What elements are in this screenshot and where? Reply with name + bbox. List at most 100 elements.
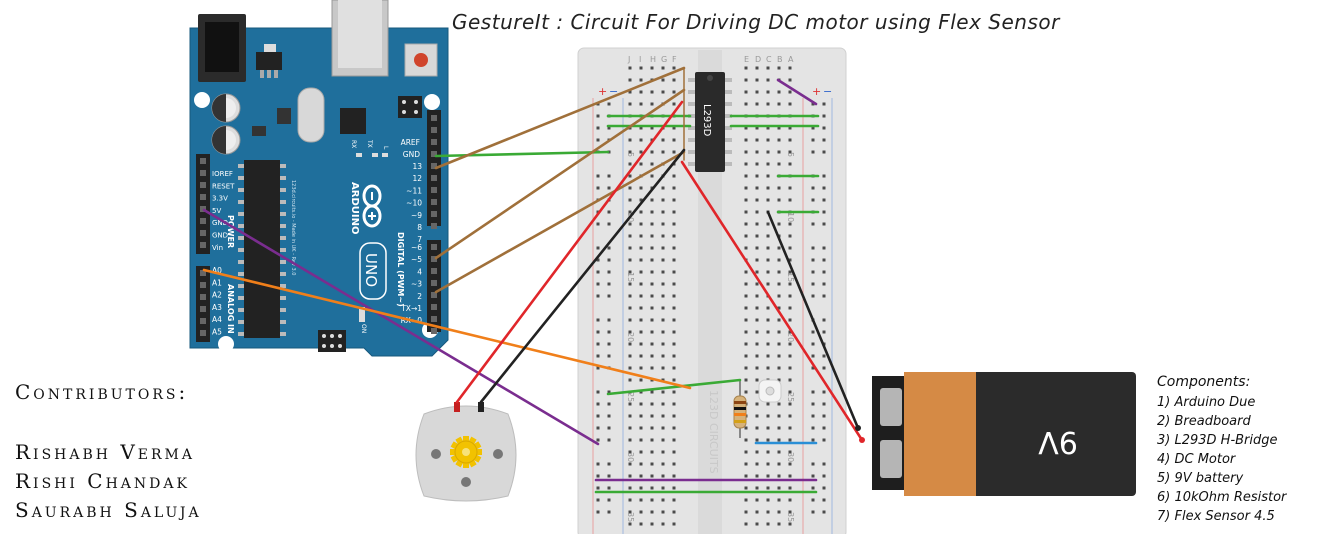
breadboard-column-label: B bbox=[777, 55, 783, 64]
rail-plus-label: + bbox=[812, 85, 821, 98]
power-pin-label: IOREF bbox=[212, 170, 233, 178]
breadboard-row-label: 15 bbox=[786, 272, 795, 282]
analog-pin-label: A3 bbox=[212, 303, 222, 312]
component-item: 2) Breadboard bbox=[1157, 414, 1251, 429]
gear-icon bbox=[450, 436, 482, 468]
wire-purple bbox=[776, 78, 818, 106]
wire-black bbox=[479, 148, 686, 404]
breadboard-brand: 123D CIRCUITS bbox=[707, 390, 720, 474]
battery-label: 9V bbox=[1038, 424, 1078, 459]
component-item: 5) 9V battery bbox=[1157, 471, 1244, 486]
power-pin-label: RESET bbox=[212, 182, 235, 190]
digital-pin-label: ~10 bbox=[406, 199, 422, 208]
breadboard-column-label: H bbox=[650, 55, 656, 64]
rail-minus-label: − bbox=[823, 85, 832, 98]
dc-motor bbox=[415, 402, 517, 502]
contributor-name: Rishabh Verma bbox=[15, 440, 196, 464]
arduino-logo bbox=[362, 184, 382, 228]
breadboard-row-label: 5 bbox=[786, 152, 795, 157]
board-credit: 123d.circuits.io - Made in UK - Rev 3.0 bbox=[290, 180, 296, 275]
breadboard-row-label: 30 bbox=[786, 452, 795, 462]
breadboard-column-label: J bbox=[627, 55, 630, 64]
breadboard-column-label: D bbox=[755, 55, 761, 64]
aref-label: AREF bbox=[401, 138, 420, 147]
breadboard-row-label: 20 bbox=[786, 332, 795, 342]
wire-orange bbox=[202, 268, 692, 390]
component-item: 6) 10kOhm Resistor bbox=[1157, 490, 1287, 505]
breadboard-column-label: F bbox=[672, 55, 677, 64]
digital-pin-label: 7 bbox=[417, 235, 422, 244]
rx-label: RX bbox=[350, 140, 357, 148]
rail-minus-label: − bbox=[609, 85, 618, 98]
breadboard-column-label: E bbox=[744, 55, 749, 64]
wire-red bbox=[680, 160, 864, 442]
wire-brown bbox=[434, 66, 686, 170]
analog-pin-label: A2 bbox=[212, 291, 222, 300]
digital-pin-label: ~3 bbox=[411, 280, 422, 289]
breadboard-row-label: 30 bbox=[626, 452, 635, 462]
power-pin-label: Vin bbox=[212, 244, 223, 252]
gnd-label: GND bbox=[403, 150, 420, 159]
wire-red bbox=[455, 100, 684, 404]
breadboard-row-label: 35 bbox=[786, 512, 795, 522]
analog-pin-label: A1 bbox=[212, 278, 222, 287]
component-item: 4) DC Motor bbox=[1157, 452, 1236, 467]
power-pin-label: 5V bbox=[212, 207, 221, 215]
digital-pin-label: 4 bbox=[417, 267, 422, 276]
wire-black bbox=[766, 210, 860, 430]
power-section-label: POWER bbox=[226, 215, 235, 248]
breadboard-column-label: G bbox=[661, 55, 667, 64]
wires bbox=[202, 66, 865, 494]
breadboard-row-label: 10 bbox=[786, 212, 795, 222]
wire-brown bbox=[434, 150, 686, 294]
power-pin-label: GND bbox=[212, 219, 228, 227]
breadboard-row-label: 25 bbox=[626, 392, 635, 402]
chip-label: L293D bbox=[701, 104, 712, 137]
wire-brown bbox=[434, 88, 686, 260]
digital-pin-label: 8 bbox=[417, 223, 422, 232]
breadboard-row-label: 35 bbox=[626, 512, 635, 522]
power-pin-label: 3.3V bbox=[212, 195, 228, 203]
breadboard-column-label: I bbox=[639, 55, 641, 64]
analog-section-label: ANALOG IN bbox=[226, 284, 235, 334]
digital-pin-label: 13 bbox=[412, 162, 422, 171]
component-item: 3) L293D H-Bridge bbox=[1157, 433, 1278, 448]
rail-plus-label: + bbox=[598, 85, 607, 98]
digital-pin-label: ~11 bbox=[406, 186, 422, 195]
breadboard-row-label: 25 bbox=[786, 392, 795, 402]
wire-green bbox=[606, 378, 742, 396]
component-item: 7) Flex Sensor 4.5 bbox=[1157, 509, 1275, 524]
on-led-label: ON bbox=[360, 324, 367, 333]
breadboard-column-label: C bbox=[766, 55, 772, 64]
uno-label: UNO bbox=[362, 253, 380, 287]
resistor bbox=[733, 380, 747, 438]
contributor-name: Saurabh Saluja bbox=[15, 498, 202, 522]
atmega-chip bbox=[244, 160, 280, 338]
diagram-title: GestureIt : Circuit For Driving DC motor… bbox=[452, 10, 1060, 34]
flex-sensor bbox=[758, 379, 782, 403]
component-item: 1) Arduino Due bbox=[1157, 395, 1256, 410]
contributors-heading: Contributors: bbox=[15, 380, 189, 404]
digital-pin-label: ~9 bbox=[411, 211, 422, 220]
contributor-name: Rishi Chandak bbox=[15, 469, 190, 493]
breadboard-row-label: 20 bbox=[626, 332, 635, 342]
battery-9v: 9V bbox=[872, 372, 1136, 496]
digital-section-label: DIGITAL (PWM~) bbox=[396, 232, 405, 307]
analog-pin-label: A5 bbox=[212, 328, 222, 337]
wire-purple bbox=[202, 208, 600, 446]
analog-pin-label: A4 bbox=[212, 315, 222, 324]
power-pin-label: GND bbox=[212, 232, 228, 240]
arduino-brand: ARDUINO bbox=[349, 182, 360, 234]
breadboard-row-label: 15 bbox=[626, 272, 635, 282]
components-heading: Components: bbox=[1157, 374, 1251, 390]
breadboard-column-label: A bbox=[788, 55, 794, 64]
analog-pin-label: A0 bbox=[212, 266, 222, 275]
breadboard-row-label: 5 bbox=[626, 152, 635, 157]
l-led-label: L bbox=[382, 146, 389, 150]
digital-pin-label: TX→1 bbox=[400, 304, 422, 313]
power-header bbox=[196, 154, 210, 254]
digital-pin-label: ~6 bbox=[411, 243, 422, 252]
digital-pin-label: 2 bbox=[417, 292, 422, 301]
